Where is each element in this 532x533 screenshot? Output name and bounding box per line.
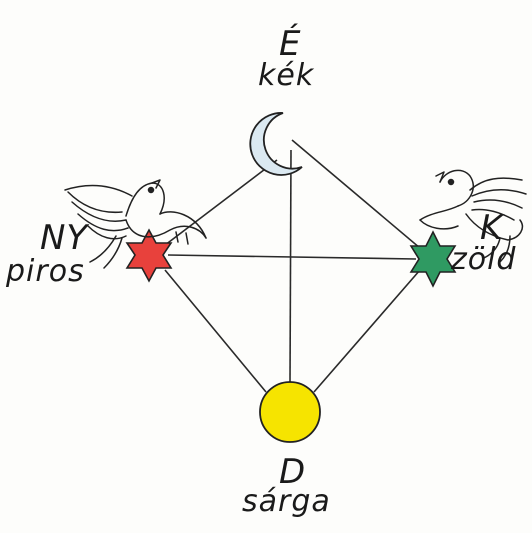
color-label-north: kék — [258, 58, 314, 93]
color-label-west: piros — [6, 254, 85, 289]
line-east-south — [314, 270, 420, 392]
sun-icon — [260, 382, 320, 442]
color-label-south: sárga — [242, 484, 331, 519]
connector-lines — [148, 140, 433, 392]
line-west-south — [165, 270, 266, 392]
line-north-south — [290, 150, 291, 383]
star-icon — [411, 232, 455, 286]
star-icon — [127, 230, 171, 281]
line-north-east — [292, 140, 433, 259]
direction-label-west: NY — [40, 218, 88, 258]
moon-icon — [250, 113, 302, 175]
line-west-east — [168, 255, 416, 259]
color-label-east: zöld — [451, 242, 516, 277]
